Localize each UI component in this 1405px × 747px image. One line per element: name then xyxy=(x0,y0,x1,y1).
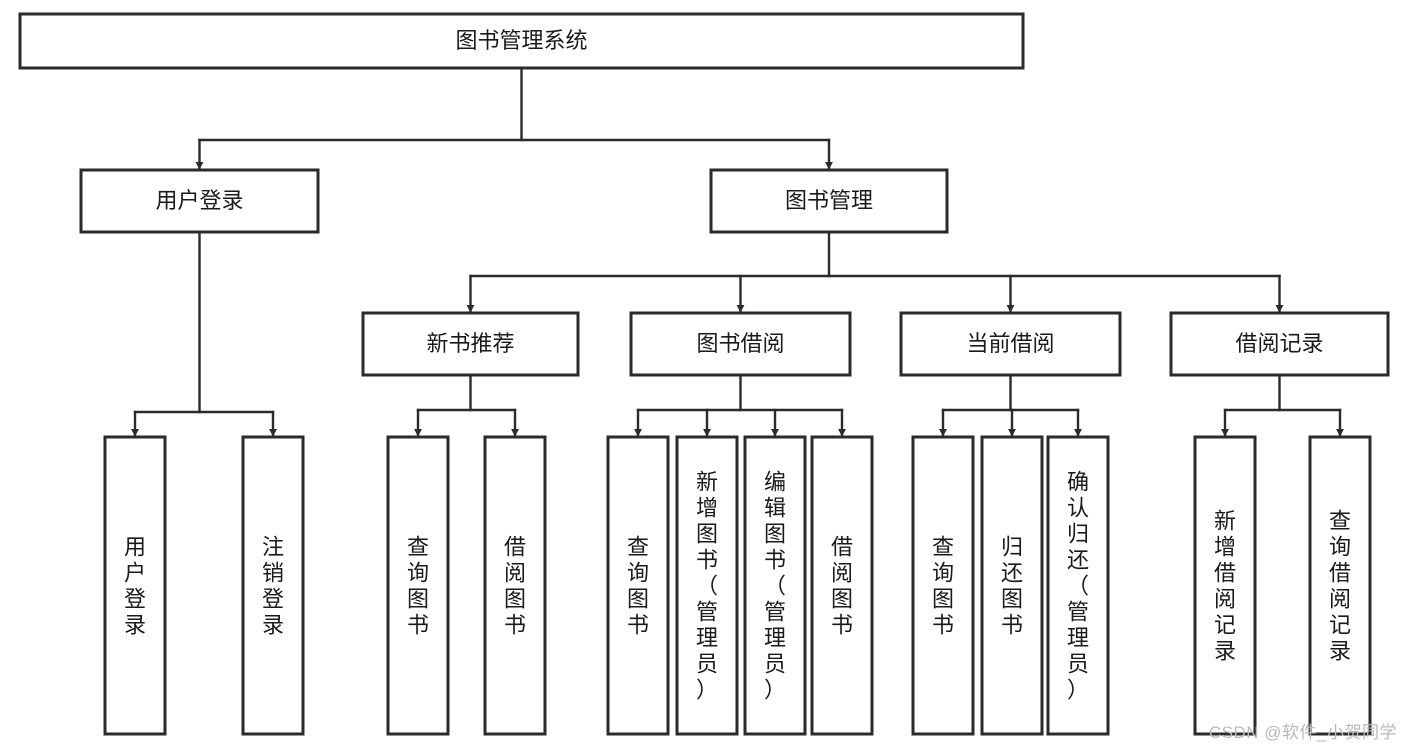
edge-group-l3-book-borrow xyxy=(634,373,846,438)
node-box xyxy=(1169,311,1390,377)
node-leaf-rec-borrow-book[interactable]: 借阅图书 xyxy=(483,435,547,736)
node-label: 归还图书 xyxy=(1001,534,1023,637)
node-label: 借阅图书 xyxy=(504,534,526,637)
node-leaf-cb-return-book[interactable]: 归还图书 xyxy=(980,435,1044,736)
node-leaf-cb-confirm-return[interactable]: 确认归还（管理员） xyxy=(1046,435,1110,736)
node-box xyxy=(980,435,1044,736)
edge-group-l3-borrow-record xyxy=(1221,373,1344,438)
node-label: 查询图书 xyxy=(627,534,649,637)
edge-group-l2-book-manage xyxy=(466,230,1284,314)
node-box xyxy=(675,435,739,736)
node-label: 图书管理 xyxy=(785,188,873,213)
node-box xyxy=(1308,435,1372,736)
edge-group-root xyxy=(195,66,833,171)
node-label: 当前借阅 xyxy=(966,331,1054,356)
node-box xyxy=(483,435,547,736)
edge-group-l3-current-borrow xyxy=(939,373,1082,438)
node-box xyxy=(899,311,1122,377)
node-box xyxy=(606,435,670,736)
node-box xyxy=(18,12,1025,70)
node-box xyxy=(629,311,852,377)
node-label: 注销登录 xyxy=(262,534,284,637)
edge-group-l2-user-login xyxy=(131,230,277,438)
node-label: 新增借阅记录 xyxy=(1214,508,1236,663)
node-l2-book-manage[interactable]: 图书管理 xyxy=(709,168,949,234)
node-label: 图书管理系统 xyxy=(455,28,587,53)
node-label: 借阅记录 xyxy=(1235,331,1323,356)
node-box xyxy=(911,435,975,736)
node-label: 借阅图书 xyxy=(831,534,853,637)
node-leaf-user-login[interactable]: 用户登录 xyxy=(103,435,167,736)
node-box xyxy=(1193,435,1257,736)
node-leaf-bb-borrow-book[interactable]: 借阅图书 xyxy=(810,435,874,736)
node-box xyxy=(103,435,167,736)
node-leaf-br-query-record[interactable]: 查询借阅记录 xyxy=(1308,435,1372,736)
node-leaf-rec-query-book[interactable]: 查询图书 xyxy=(386,435,450,736)
node-l3-new-book-rec[interactable]: 新书推荐 xyxy=(361,311,580,377)
node-layer: 图书管理系统用户登录图书管理新书推荐图书借阅当前借阅借阅记录用户登录注销登录查询… xyxy=(18,12,1390,736)
node-label: 查询图书 xyxy=(932,534,954,637)
node-box xyxy=(361,311,580,377)
node-box xyxy=(709,168,949,234)
node-leaf-bb-add-book[interactable]: 新增图书（管理员） xyxy=(675,435,739,736)
node-box xyxy=(810,435,874,736)
node-label: 编辑图书（管理员） xyxy=(764,469,786,702)
node-l3-current-borrow[interactable]: 当前借阅 xyxy=(899,311,1122,377)
node-box xyxy=(79,168,320,234)
node-label: 用户登录 xyxy=(124,534,146,637)
node-leaf-user-logout[interactable]: 注销登录 xyxy=(241,435,305,736)
node-l3-book-borrow[interactable]: 图书借阅 xyxy=(629,311,852,377)
node-leaf-bb-query-book[interactable]: 查询图书 xyxy=(606,435,670,736)
node-box xyxy=(1046,435,1110,736)
node-label: 确认归还（管理员） xyxy=(1067,469,1089,702)
node-label: 查询图书 xyxy=(407,534,429,637)
node-box xyxy=(241,435,305,736)
node-leaf-cb-query-book[interactable]: 查询图书 xyxy=(911,435,975,736)
edge-layer xyxy=(131,66,1344,438)
node-l3-borrow-record[interactable]: 借阅记录 xyxy=(1169,311,1390,377)
node-label: 图书借阅 xyxy=(696,331,784,356)
node-label: 新增图书（管理员） xyxy=(696,469,718,702)
node-label: 用户登录 xyxy=(155,188,243,213)
node-label: 新书推荐 xyxy=(426,331,514,356)
node-root[interactable]: 图书管理系统 xyxy=(18,12,1025,70)
node-leaf-bb-edit-book[interactable]: 编辑图书（管理员） xyxy=(743,435,807,736)
node-label: 查询借阅记录 xyxy=(1329,508,1351,663)
node-box xyxy=(386,435,450,736)
edge-group-l3-new-book-rec xyxy=(414,373,519,438)
node-leaf-br-add-record[interactable]: 新增借阅记录 xyxy=(1193,435,1257,736)
node-l2-user-login[interactable]: 用户登录 xyxy=(79,168,320,234)
node-box xyxy=(743,435,807,736)
